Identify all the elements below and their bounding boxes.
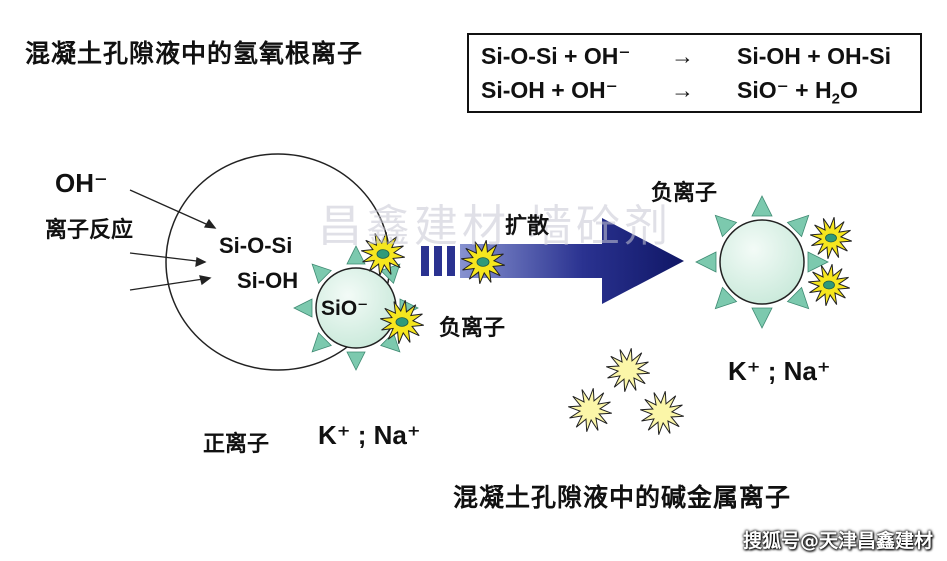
- right-cations-label: K⁺ ; Na⁺: [728, 356, 831, 386]
- si-oh-label: Si-OH: [237, 268, 299, 293]
- eq2-arrow: →: [671, 77, 694, 103]
- diffusion-arrow: [421, 218, 684, 304]
- reaction-arrows: [129, 189, 217, 291]
- title-top: 混凝土孔隙液中的氢氧根离子: [25, 39, 364, 68]
- right-negative-ion-star-1-core: [825, 233, 837, 243]
- right-sphere-spike: [714, 286, 738, 310]
- cation-star-2: [568, 388, 612, 432]
- negative-ion-star-2-core: [395, 317, 409, 327]
- right-sphere-spike: [807, 251, 829, 273]
- right-sphere-spike: [714, 214, 738, 238]
- right-sphere: [719, 219, 805, 305]
- right-sphere-spike: [751, 195, 773, 217]
- sio-label: SiO⁻: [321, 297, 369, 320]
- positive-ion-label: 正离子: [203, 432, 270, 457]
- equation-box: Si-O-Si + OH⁻ → Si-OH + OH-Si Si-OH + OH…: [467, 33, 922, 113]
- right-sphere-spike: [786, 286, 810, 310]
- left-sphere-spike: [311, 332, 332, 353]
- eq1-right: Si-OH + OH-Si: [737, 43, 891, 69]
- eq2-right-sub: 2: [831, 90, 840, 108]
- right-sphere-spike: [751, 307, 773, 329]
- left-sphere-spike: [380, 332, 401, 353]
- left-negative-ion-label: 负离子: [439, 316, 506, 341]
- cation-star-3: [640, 391, 684, 435]
- left-cations-label: K⁺ ; Na⁺: [318, 420, 421, 450]
- eq1-arrow: →: [671, 43, 694, 69]
- right-sphere-group: [695, 195, 829, 329]
- eq2-right-main: SiO⁻ + H: [737, 77, 832, 103]
- right-sphere-spike: [695, 251, 717, 273]
- left-sphere-spike: [346, 245, 366, 265]
- left-sphere-spike: [346, 351, 366, 371]
- right-negative-ion-star-2-core: [823, 280, 835, 290]
- si-o-si-label: Si-O-Si: [219, 233, 293, 258]
- eq2-right: SiO⁻ + H2O: [737, 77, 858, 108]
- title-bottom: 混凝土孔隙液中的碱金属离子: [453, 483, 792, 512]
- left-sphere-group: [293, 245, 419, 371]
- negative-ion-star-1-core: [376, 249, 390, 259]
- right-sphere-spike: [786, 214, 810, 238]
- diffusing-negative-ion-star-core: [476, 257, 490, 267]
- diffusion-label: 扩散: [505, 214, 550, 239]
- ion-reaction-label: 离子反应: [45, 218, 134, 243]
- eq1-left: Si-O-Si + OH⁻: [481, 43, 631, 69]
- right-negative-ion-label: 负离子: [651, 181, 718, 206]
- oh-label: OH⁻: [55, 168, 108, 198]
- left-sphere-spike: [311, 263, 332, 284]
- eq2-left: Si-OH + OH⁻: [481, 77, 618, 103]
- eq2-right-end: O: [839, 77, 858, 103]
- credit: 搜狐号@天津昌鑫建材: [742, 530, 933, 552]
- left-sphere-spike: [293, 298, 313, 318]
- watermark: 昌鑫建材 墙砼剂: [318, 201, 672, 252]
- cation-star-1: [606, 348, 650, 392]
